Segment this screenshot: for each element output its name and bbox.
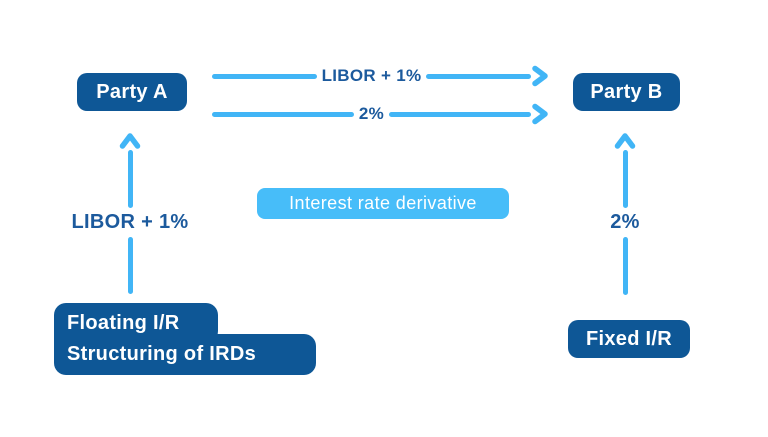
arrow-into-party-b: 2% bbox=[551, 131, 699, 295]
floating-ir-label-line1: Floating I/R bbox=[67, 311, 180, 334]
flow-label-2pct-horizontal: 2% bbox=[358, 104, 385, 123]
arrow-line bbox=[127, 150, 133, 208]
arrowhead-up-icon bbox=[119, 133, 141, 149]
interest-rate-derivative-tag: Interest rate derivative bbox=[257, 188, 509, 219]
arrowhead-up-icon bbox=[614, 133, 636, 149]
arrow-line bbox=[622, 150, 628, 208]
arrow-line bbox=[127, 236, 133, 294]
arrow-a-to-b-bottom: 2% bbox=[212, 101, 550, 127]
floating-ir-node: Floating I/R Structuring of IRDs bbox=[54, 303, 316, 375]
arrowhead-right-icon bbox=[532, 103, 548, 125]
flow-label-libor-horizontal: LIBOR + 1% bbox=[321, 66, 422, 85]
fixed-ir-node: Fixed I/R bbox=[568, 320, 690, 358]
arrow-line bbox=[622, 237, 628, 295]
party-a-node: Party A bbox=[77, 73, 187, 111]
floating-ir-label-line2: Structuring of IRDs bbox=[67, 343, 257, 365]
arrow-line bbox=[212, 111, 354, 117]
flow-label-libor-vertical: LIBOR + 1% bbox=[71, 210, 189, 233]
arrow-line bbox=[212, 73, 317, 79]
arrowhead-right-icon bbox=[532, 65, 548, 87]
arrow-into-party-a: LIBOR + 1% bbox=[54, 131, 206, 294]
arrow-line bbox=[389, 111, 532, 117]
arrow-a-to-b-top: LIBOR + 1% bbox=[212, 63, 550, 89]
floating-ir-node-bottom: Structuring of IRDs bbox=[54, 334, 316, 375]
arrow-line bbox=[426, 73, 531, 79]
party-b-node: Party B bbox=[573, 73, 680, 111]
flow-label-2pct-vertical: 2% bbox=[610, 211, 640, 233]
